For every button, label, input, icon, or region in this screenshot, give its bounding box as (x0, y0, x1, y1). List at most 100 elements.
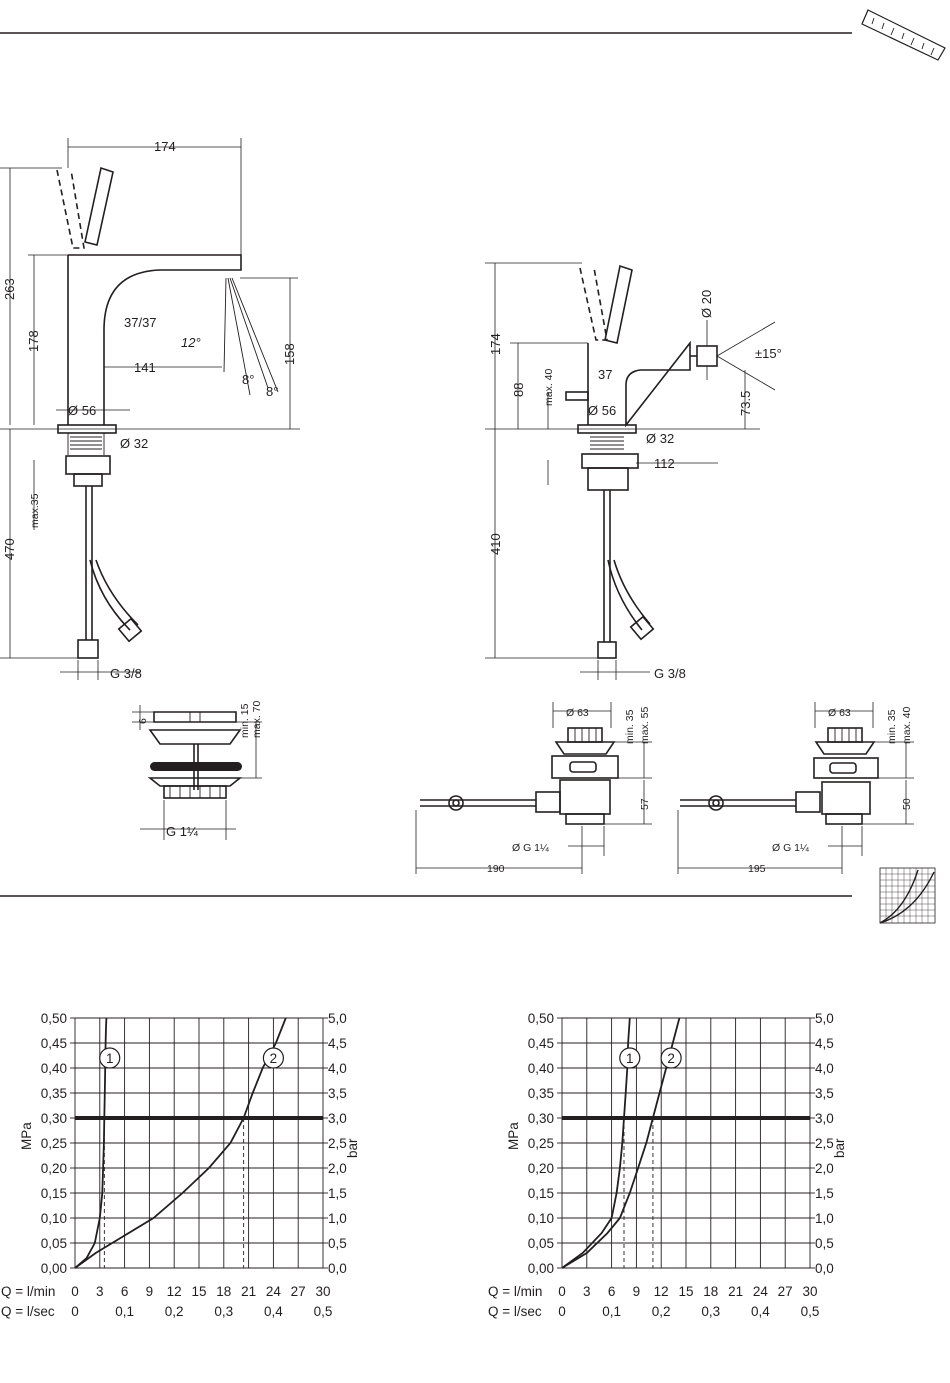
x-tick-label: 18 (216, 1284, 231, 1299)
x2-tick-label: 0,5 (801, 1304, 820, 1319)
x-tick-label: 21 (728, 1284, 743, 1299)
series-1-marker-label: 1 (626, 1051, 634, 1066)
bidet-drain-195-drawing (677, 702, 914, 874)
y2-tick-label: 0,5 (328, 1236, 347, 1251)
y2-axis-label: bar (832, 1138, 847, 1158)
series-1-marker (99, 1047, 121, 1069)
x-tick-label: 9 (146, 1284, 154, 1299)
y2-tick-label: 2,5 (815, 1136, 834, 1151)
drain2-max-label: max. 55 (639, 706, 651, 744)
y2-tick-label: 2,0 (328, 1161, 347, 1176)
y-tick-label: 0,15 (528, 1186, 554, 1201)
x2-tick-label: 0,2 (652, 1304, 671, 1319)
y2-tick-label: 0,0 (328, 1261, 347, 1276)
x2-tick-label: 0,2 (165, 1304, 184, 1319)
y-tick-label: 0,35 (528, 1086, 554, 1101)
drain3-min-label: min. 35 (886, 709, 898, 744)
y-tick-label: 0,50 (41, 1011, 67, 1026)
drain2-dia-label: Ø 63 (566, 707, 589, 719)
bidet-body-label: 88 (511, 383, 526, 397)
y2-tick-label: 5,0 (815, 1011, 834, 1026)
series-1-marker (619, 1047, 641, 1069)
flow-chart-basin: 0,000,050,100,150,200,250,300,350,400,45… (1, 1011, 360, 1319)
y-tick-label: 0,30 (528, 1111, 554, 1126)
flow-chart-bidet: 0,000,050,100,150,200,250,300,350,400,45… (488, 1011, 847, 1319)
bidet-drain-190-drawing (415, 702, 652, 874)
x-tick-label: 27 (291, 1284, 306, 1299)
faucet-thread-label: G 3/8 (110, 666, 142, 681)
y-tick-label: 0,25 (528, 1136, 554, 1151)
bidet-spout-label: 37 (598, 367, 612, 382)
x-tick-label: 3 (96, 1284, 104, 1299)
faucet-body-height-label: 178 (26, 330, 41, 352)
faucet-below-label: 470 (2, 538, 17, 560)
y2-tick-label: 4,5 (328, 1036, 347, 1051)
faucet-shank-dia-label: Ø 32 (120, 436, 148, 451)
x-tick-label: 27 (778, 1284, 793, 1299)
drain1-6-label: 6 (137, 718, 149, 724)
bidet-swivel-label: ±15° (755, 346, 782, 361)
y2-tick-label: 2,0 (815, 1161, 834, 1176)
y2-tick-label: 0,5 (815, 1236, 834, 1251)
y-tick-label: 0,30 (41, 1111, 67, 1126)
x-axis-label: Q = l/min (488, 1284, 542, 1299)
bidet-112-label: 112 (654, 456, 675, 471)
y2-tick-label: 3,5 (815, 1086, 834, 1101)
y-tick-label: 0,05 (528, 1236, 554, 1251)
x-tick-label: 30 (315, 1284, 330, 1299)
x-tick-label: 24 (753, 1284, 769, 1299)
y-tick-label: 0,25 (41, 1136, 67, 1151)
bidet-mixer-drawing (485, 262, 776, 680)
x-tick-label: 30 (802, 1284, 817, 1299)
x2-tick-label: 0,4 (264, 1304, 283, 1319)
x-tick-label: 15 (678, 1284, 693, 1299)
x-tick-label: 9 (633, 1284, 641, 1299)
x-tick-label: 6 (608, 1284, 616, 1299)
x-tick-label: 6 (121, 1284, 129, 1299)
faucet-reach-label: 141 (134, 360, 156, 375)
x-tick-label: 3 (583, 1284, 591, 1299)
bidet-outlet-label: 73.5 (738, 391, 753, 416)
faucet-base-dia-label: Ø 56 (68, 403, 96, 418)
x2-tick-label: 0 (71, 1304, 79, 1319)
drain2-thread-label: Ø G 1¼ (512, 842, 549, 854)
y2-axis-label: bar (345, 1138, 360, 1158)
x2-tick-label: 0 (558, 1304, 566, 1319)
x-tick-label: 15 (191, 1284, 206, 1299)
bidet-base-dia-label: Ø 56 (588, 403, 616, 418)
y-tick-label: 0,40 (41, 1061, 67, 1076)
drain3-50-label: 50 (901, 798, 913, 810)
y-tick-label: 0,10 (528, 1211, 554, 1226)
x2-tick-label: 0,5 (314, 1304, 333, 1319)
y-axis-label: MPa (19, 1122, 34, 1150)
y2-tick-label: 2,5 (328, 1136, 347, 1151)
x-tick-label: 0 (71, 1284, 79, 1299)
faucet-angle-12-label: 12° (181, 335, 201, 350)
x2-tick-label: 0,4 (751, 1304, 770, 1319)
drain2-min-label: min. 35 (624, 709, 636, 744)
y-tick-label: 0,00 (528, 1261, 554, 1276)
x2-axis-label: Q = l/sec (1, 1304, 55, 1319)
x2-axis-label: Q = l/sec (488, 1304, 542, 1319)
y-tick-label: 0,35 (41, 1086, 67, 1101)
bidet-max40-label: max. 40 (543, 368, 555, 406)
drain3-dia-label: Ø 63 (828, 707, 851, 719)
x-tick-label: 12 (654, 1284, 669, 1299)
x-axis-label: Q = l/min (1, 1284, 55, 1299)
x-tick-label: 18 (703, 1284, 718, 1299)
y2-tick-label: 1,5 (815, 1186, 834, 1201)
x2-tick-label: 0,1 (115, 1304, 134, 1319)
y2-tick-label: 4,5 (815, 1036, 834, 1051)
drain1-thread-label: G 1¼ (166, 824, 198, 839)
bidet-thread-label: G 3/8 (654, 666, 686, 681)
faucet-width-label: 174 (154, 139, 176, 154)
y-tick-label: 0,45 (528, 1036, 554, 1051)
bidet-dia20-label: Ø 20 (699, 290, 714, 318)
y2-tick-label: 3,0 (328, 1111, 347, 1126)
y-tick-label: 0,40 (528, 1061, 554, 1076)
y-axis-label: MPa (506, 1122, 521, 1150)
y2-tick-label: 0,0 (815, 1261, 834, 1276)
drain3-max-label: max. 40 (901, 706, 913, 744)
bidet-below-label: 410 (488, 533, 503, 555)
pop-up-drain-drawing (132, 705, 262, 840)
